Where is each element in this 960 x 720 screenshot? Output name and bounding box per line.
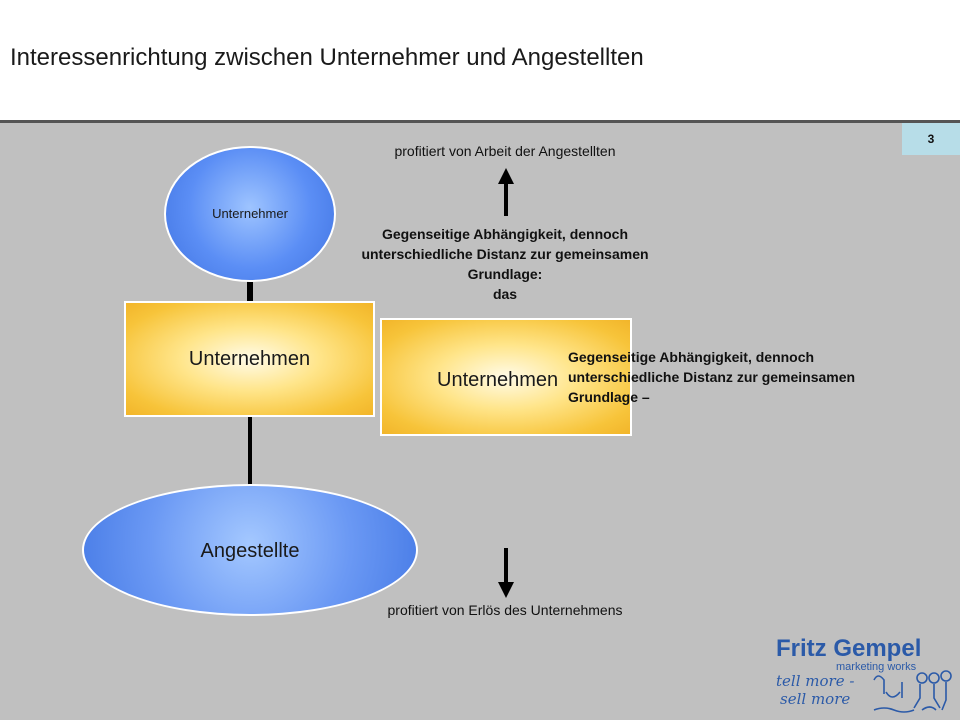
angestellte-label: Angestellte	[200, 540, 300, 562]
logo-tagline: marketing works	[836, 661, 917, 673]
page-title: Interessenrichtung zwischen Unternehmer …	[10, 44, 644, 71]
center-text-line: das	[492, 286, 518, 302]
unternehmen-left-label: Unternehmen	[188, 348, 311, 370]
right-dependency-text: Gegenseitige Abhängigkeit, dennoch unter…	[568, 347, 855, 407]
unternehmer-ellipse: Unternehmer	[164, 146, 336, 282]
unternehmen-box-right: Unternehmen	[380, 318, 632, 436]
center-dependency-text: Gegenseitige Abhängigkeit, dennoch unter…	[300, 224, 710, 304]
unternehmer-label: Unternehmer	[212, 206, 288, 221]
top-benefit-label: profitiert von Arbeit der Angestellten	[394, 143, 616, 159]
right-text-line: Gegenseitige Abhängigkeit, dennoch	[568, 349, 815, 365]
center-text-line: Gegenseitige Abhängigkeit, dennoch	[381, 226, 629, 242]
center-text-line: unterschiedliche Distanz zur gemeinsamen	[361, 246, 649, 262]
fritz-gempel-logo: Fritz Gempel marketing works tell more -…	[776, 635, 952, 713]
unternehmen-right-label: Unternehmen	[437, 369, 559, 391]
logo-name: Fritz Gempel	[776, 635, 921, 662]
center-text-line: Grundlage:	[467, 266, 543, 282]
logo-slogan-line-1: tell more -	[776, 672, 854, 690]
title-bar: Interessenrichtung zwischen Unternehmer …	[0, 0, 960, 120]
stick-figures-icon	[873, 670, 952, 713]
title-divider	[0, 120, 960, 123]
right-text-line: unterschiedliche Distanz zur gemeinsamen	[568, 369, 856, 385]
angestellte-ellipse: Angestellte	[82, 484, 418, 616]
unternehmen-box-left: Unternehmen	[124, 301, 375, 417]
page-number-badge: 3	[902, 123, 960, 155]
logo-slogan-line-2: sell more	[780, 690, 850, 708]
bottom-benefit-label: profitiert von Erlös des Unternehmens	[387, 602, 623, 618]
right-text-line: Grundlage –	[568, 389, 650, 405]
